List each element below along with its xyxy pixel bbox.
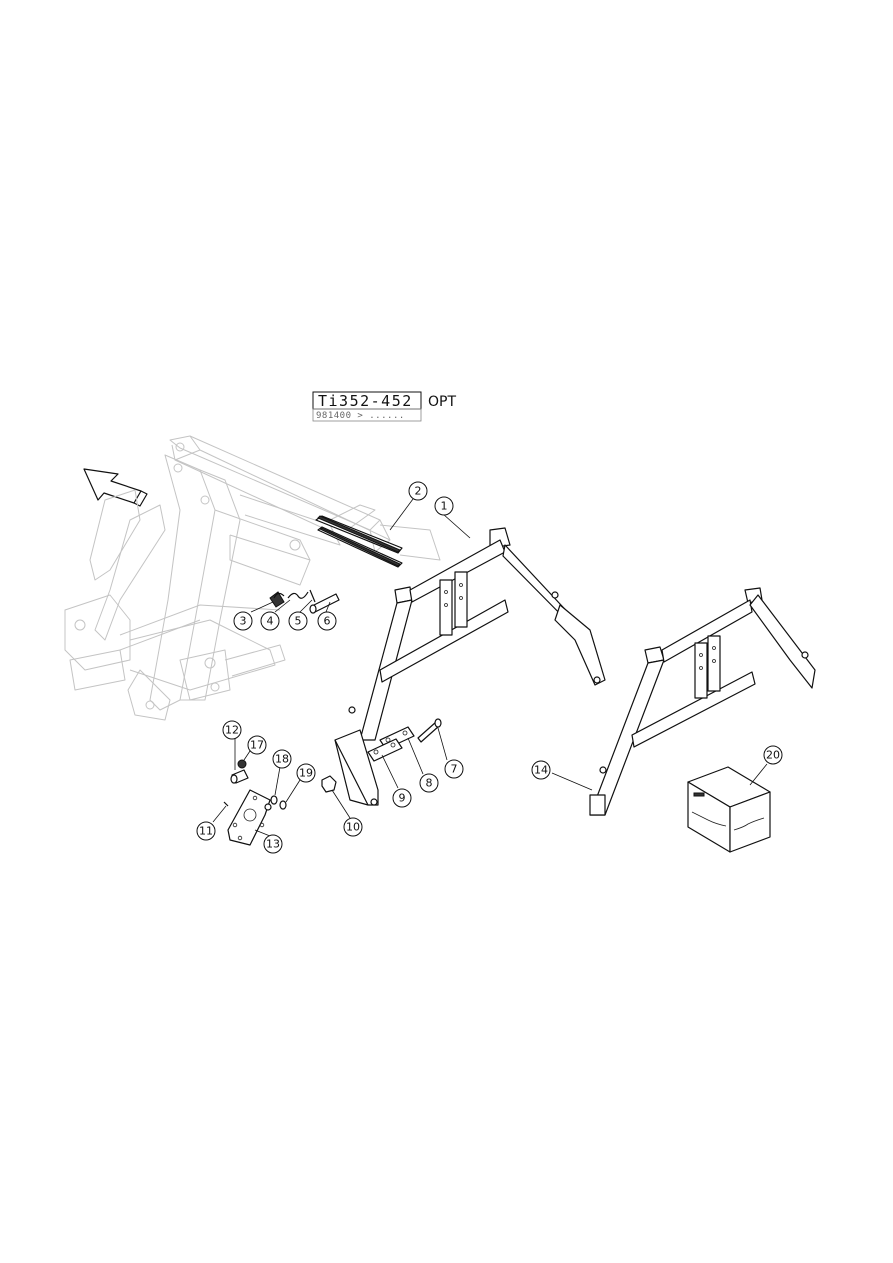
svg-text:5: 5: [295, 615, 302, 628]
leader-lines: [212, 498, 768, 837]
callout-14: 14: [531, 760, 551, 780]
direction-arrow-icon: [83, 468, 148, 507]
callout-10: 10: [343, 817, 363, 837]
callout-20: 20: [763, 745, 783, 765]
package-box: [687, 766, 771, 853]
callout-13: 13: [263, 834, 283, 854]
model-label: Ti352-452: [318, 392, 413, 410]
main-frame: [334, 527, 606, 806]
svg-text:3: 3: [240, 615, 247, 628]
second-frame: [589, 587, 816, 816]
callout-6: 6: [317, 611, 337, 631]
svg-text:17: 17: [250, 739, 264, 752]
loader-frame-ghost: [64, 435, 441, 721]
svg-text:2: 2: [415, 485, 422, 498]
callout-5: 5: [288, 611, 308, 631]
svg-text:10: 10: [346, 821, 360, 834]
mounting-plate: [227, 789, 272, 846]
callout-4: 4: [260, 611, 280, 631]
callout-18: 18: [272, 749, 292, 769]
callout-1: 1: [434, 496, 454, 516]
spring-pin: [287, 591, 309, 599]
svg-text:7: 7: [451, 763, 458, 776]
svg-text:1: 1: [441, 500, 448, 513]
callout-17: 17: [247, 735, 267, 755]
callout-9: 9: [392, 788, 412, 808]
nut: [321, 775, 337, 793]
link-plate-lower: [367, 738, 403, 762]
svg-text:19: 19: [299, 767, 313, 780]
svg-text:18: 18: [275, 753, 289, 766]
bolt: [417, 718, 442, 743]
svg-text:12: 12: [225, 724, 239, 737]
linch-pin: [309, 589, 316, 603]
rail-pair: [315, 515, 403, 568]
callout-2: 2: [408, 481, 428, 501]
washer: [270, 795, 278, 805]
callout-12: 12: [222, 720, 242, 740]
guide-pin: [230, 769, 249, 784]
title-block: Ti352-452 OPT 981400 > ......: [312, 391, 456, 422]
svg-text:14: 14: [534, 764, 548, 777]
svg-text:8: 8: [426, 777, 433, 790]
callout-19: 19: [296, 763, 316, 783]
svg-text:20: 20: [766, 749, 780, 762]
callout-3: 3: [233, 611, 253, 631]
callout-7: 7: [444, 759, 464, 779]
svg-text:6: 6: [324, 615, 331, 628]
svg-text:9: 9: [399, 792, 406, 805]
callout-8: 8: [419, 773, 439, 793]
small-screw: [223, 801, 229, 807]
svg-text:4: 4: [267, 615, 274, 628]
ring: [279, 800, 287, 810]
svg-text:11: 11: [199, 825, 213, 838]
svg-text:13: 13: [266, 838, 280, 851]
serial-range-label: 981400 > ......: [316, 411, 405, 421]
spring-washer: [237, 759, 247, 769]
option-label: OPT: [428, 394, 456, 410]
callout-11: 11: [196, 821, 216, 841]
clip-part: [269, 591, 285, 608]
pivot-pin: [309, 593, 340, 614]
